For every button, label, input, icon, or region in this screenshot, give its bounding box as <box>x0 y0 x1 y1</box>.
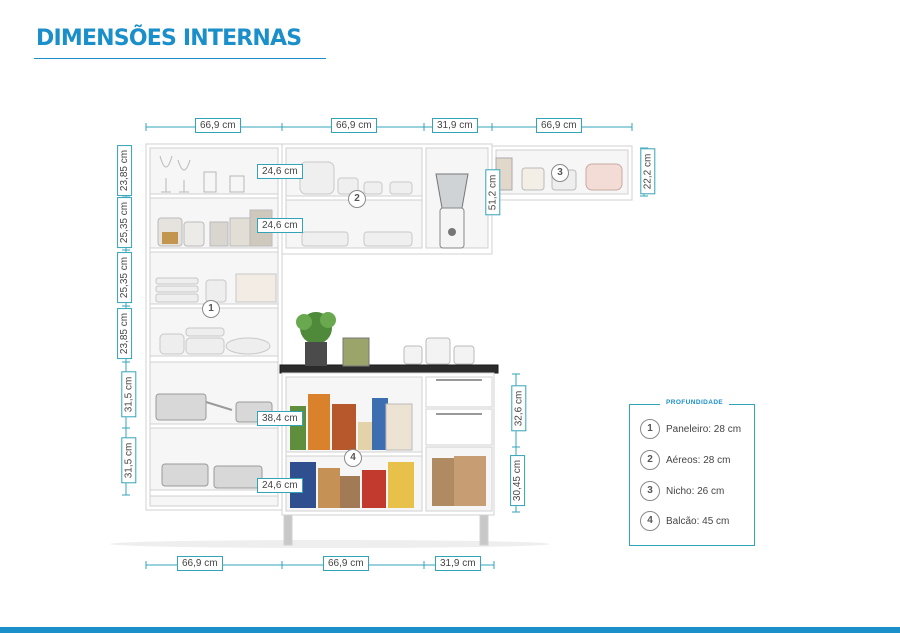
dimension-left-4: 23,85 cm <box>117 307 133 360</box>
dimension-left-2: 25,35 cm <box>117 196 133 249</box>
dimension-left-3: 25,35 cm <box>117 251 133 304</box>
legend-title: PROFUNDIDADE <box>660 399 730 406</box>
dimension-upper-shelf-2: 24,6 cm <box>257 218 303 233</box>
dimension-bottom-3: 31,9 cm <box>435 556 481 571</box>
legend-item: 2 Aéreos: 28 cm <box>640 450 730 470</box>
legend-text: Balcão: 45 cm <box>666 515 730 527</box>
pots-decoration <box>155 393 273 489</box>
dimension-balcao-shelf: 38,4 cm <box>257 411 303 426</box>
marker-4: 4 <box>344 449 362 467</box>
dimension-top-1: 66,9 cm <box>195 118 241 133</box>
legend-item: 3 Nicho: 26 cm <box>640 481 724 501</box>
blender-decoration <box>435 173 469 249</box>
legend-item: 1 Paneleiro: 28 cm <box>640 419 741 439</box>
legend-number: 1 <box>640 419 660 439</box>
dimension-balcao-lower: 24,6 cm <box>257 478 303 493</box>
dimension-nicho-height: 22,2 cm <box>640 148 656 195</box>
dimension-upper-shelf-1: 24,6 cm <box>257 164 303 179</box>
upper-dishes-decoration <box>299 161 413 247</box>
counter-items-decoration <box>342 337 475 367</box>
dishes-decoration <box>155 273 277 355</box>
glasses-decoration <box>159 155 245 193</box>
dimension-left-5: 31,5 cm <box>121 371 137 418</box>
dimension-top-2: 66,9 cm <box>331 118 377 133</box>
dimension-top-3: 31,9 cm <box>432 118 478 133</box>
legend-text: Nicho: 26 cm <box>666 485 725 497</box>
title-underline <box>34 58 326 59</box>
legend-text: Paneleiro: 28 cm <box>666 423 742 435</box>
legend-item: 4 Balcão: 45 cm <box>640 511 729 531</box>
depth-legend: PROFUNDIDADE 1 Paneleiro: 28 cm 2 Aéreos… <box>629 399 755 546</box>
marker-2: 2 <box>348 190 366 208</box>
legend-text: Aéreos: 28 cm <box>666 454 731 466</box>
dimension-bottom-1: 66,9 cm <box>177 556 223 571</box>
dimension-bottom-2: 66,9 cm <box>323 556 369 571</box>
legend-number: 3 <box>640 481 660 501</box>
balcao-cabinet <box>279 364 499 546</box>
dimension-left-1: 23,85 cm <box>117 144 133 197</box>
dimension-drawer-height: 32,6 cm <box>511 385 527 432</box>
dimension-left-6: 31,5 cm <box>121 437 137 484</box>
floor-shadow <box>110 540 550 548</box>
bottom-accent-bar <box>0 627 900 633</box>
marker-3: 3 <box>551 164 569 182</box>
dimension-door-height: 30,45 cm <box>510 454 526 507</box>
dimension-top-4: 66,9 cm <box>536 118 582 133</box>
marker-1: 1 <box>202 300 220 318</box>
paneleiro-cabinet <box>145 143 283 511</box>
legend-number: 4 <box>640 511 660 531</box>
page-title: DIMENSÕES INTERNAS <box>36 26 302 51</box>
plant-decoration <box>296 312 336 366</box>
dimension-aereo-height: 51,2 cm <box>485 169 501 216</box>
legend-number: 2 <box>640 450 660 470</box>
